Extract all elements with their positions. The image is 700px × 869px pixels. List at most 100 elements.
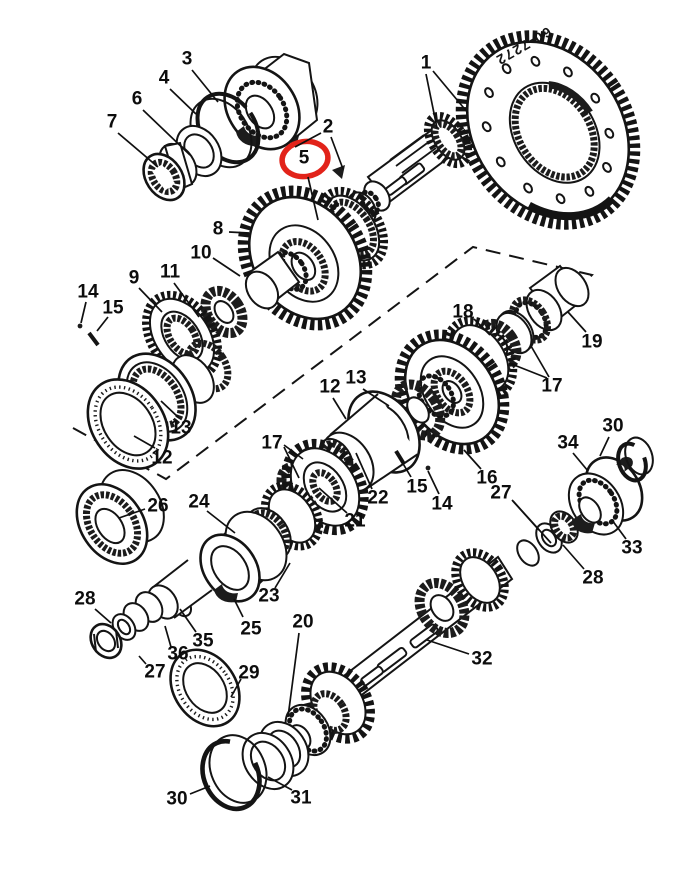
callout-6: 6 <box>132 89 191 156</box>
callout-22: 22 <box>355 452 389 509</box>
highlight-ellipse-part-5 <box>279 138 331 180</box>
bearing-33-34 <box>567 456 644 536</box>
bottom-gear-group <box>169 648 375 812</box>
callout-label-27: 27 <box>144 662 165 683</box>
callout-9: 9 <box>129 268 163 313</box>
callout-label-20: 20 <box>292 612 313 633</box>
callout-27: 27 <box>490 483 552 544</box>
callout-label-34: 34 <box>557 433 579 454</box>
leader-line <box>427 470 440 495</box>
leader-line <box>611 519 627 540</box>
shaft-32-spur-gear <box>451 548 509 612</box>
callout-label-17: 17 <box>541 376 562 397</box>
highlighted-callout-5: 5 <box>299 148 319 221</box>
callout-20: 20 <box>287 612 314 718</box>
leader-line <box>169 88 197 115</box>
callout-label-26: 26 <box>147 496 168 517</box>
leader-line <box>362 388 390 407</box>
gear-23 <box>260 438 369 551</box>
drum-25 <box>199 510 288 603</box>
leader-line <box>287 632 300 718</box>
leader-line <box>230 678 242 698</box>
leader-line <box>398 456 412 478</box>
callout-29: 29 <box>230 663 260 698</box>
callout-label-15: 15 <box>102 298 124 319</box>
callout-label-7: 7 <box>107 112 118 133</box>
callout-label-15: 15 <box>406 477 428 498</box>
shaft-32-helical-gear <box>414 577 470 639</box>
callout-label-12: 12 <box>319 377 340 398</box>
leader-line <box>173 282 200 318</box>
callout-8: 8 <box>213 219 250 240</box>
callout-14: 14 <box>77 282 99 324</box>
callout-18: 18 <box>452 302 491 336</box>
leader-line <box>212 257 241 277</box>
leader-line <box>530 345 550 378</box>
input-bearing-group <box>142 52 319 202</box>
callout-label-13: 13 <box>170 418 191 439</box>
callout-17: 17 <box>261 433 304 479</box>
ring-gear-bolt-holes <box>481 55 615 205</box>
callout-30: 30 <box>599 416 624 457</box>
tapered-bearing-26 <box>75 469 165 565</box>
bearing-10 <box>244 250 309 310</box>
leader-line <box>318 487 348 514</box>
lower-left-shaft-assembly <box>75 438 369 660</box>
leader-line <box>94 608 112 624</box>
leader-line <box>80 301 87 324</box>
callout-12: 12 <box>319 377 347 420</box>
ring-12 <box>86 378 170 470</box>
leader-line <box>355 452 373 490</box>
leader-line <box>463 449 482 470</box>
leader-line <box>432 70 469 114</box>
callout-label-3: 3 <box>182 49 193 70</box>
callout-label-10: 10 <box>190 243 211 264</box>
callout-label-4: 4 <box>159 68 170 89</box>
snap-ring-30-right <box>616 436 654 483</box>
output-shaft-32-assembly <box>343 436 654 699</box>
callout-1: 1 <box>421 53 469 129</box>
callout-23: 23 <box>258 562 291 607</box>
leader-line <box>142 109 191 156</box>
callout-label-11: 11 <box>160 262 181 283</box>
alignment-dashed-line <box>72 245 594 481</box>
callout-33: 33 <box>611 519 643 559</box>
callout-15: 15 <box>398 456 428 498</box>
callout-4: 4 <box>159 68 197 115</box>
callout-label-30: 30 <box>602 416 623 437</box>
callout-label-30: 30 <box>166 789 187 810</box>
leader-line <box>473 318 491 336</box>
leader-line <box>138 655 147 665</box>
leader-line <box>189 785 211 795</box>
callout-13: 13 <box>160 400 192 439</box>
bearing-housing-3 <box>223 52 319 151</box>
leader-line <box>599 436 610 457</box>
callout-16: 16 <box>463 449 498 489</box>
leader-line <box>283 444 304 460</box>
leader-line <box>274 562 291 589</box>
callout-label-8: 8 <box>213 219 224 240</box>
callout-label-24: 24 <box>188 492 210 513</box>
callout-label-17: 17 <box>261 433 282 454</box>
callout-label-12: 12 <box>151 448 172 469</box>
callout-36: 36 <box>164 625 189 665</box>
callout-31: 31 <box>267 776 312 809</box>
callout-label-33: 33 <box>621 538 642 559</box>
callout-label-28: 28 <box>582 568 603 589</box>
ring-gear: 60-7272 <box>455 24 641 230</box>
leader-line <box>160 400 180 419</box>
leader-line <box>283 446 300 479</box>
callout-3: 3 <box>182 49 219 103</box>
leader-line <box>307 176 319 221</box>
leader-line <box>267 776 293 791</box>
callout-label-25: 25 <box>240 619 262 640</box>
callout-34: 34 <box>557 433 589 472</box>
callout-30: 30 <box>166 785 211 810</box>
callout-label-14: 14 <box>77 282 99 303</box>
callout-13: 13 <box>345 368 390 407</box>
washers-27-28-right <box>535 510 579 554</box>
callout-28: 28 <box>74 589 112 624</box>
callout-19: 19 <box>567 311 603 353</box>
nut-28-left <box>89 622 123 660</box>
